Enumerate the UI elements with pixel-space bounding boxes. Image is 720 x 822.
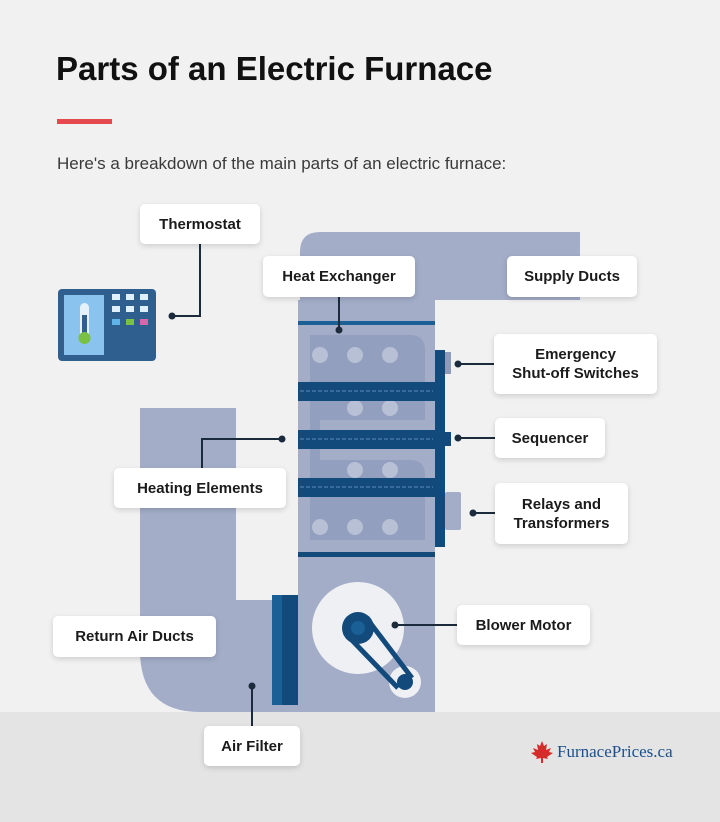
control-panel [435,350,445,547]
thermostat-device [58,289,156,361]
label-relays-and-transformers: Relays and Transformers [495,483,628,544]
bottom-band [0,712,720,822]
label-line: Relays and [521,495,602,513]
relay-box [445,492,461,530]
connector-lines [172,244,495,726]
title-underline [57,119,112,124]
logo-text: FurnacePrices.ca [557,742,673,761]
label-blower-motor: Blower Motor [457,605,590,645]
label-emergency-shutoff-switches: Emergency Shut-off Switches [494,334,657,394]
logo: FurnacePrices.ca [530,740,673,764]
subtitle: Here's a breakdown of the main parts of … [57,154,507,173]
shutoff-switch [445,352,451,374]
label-supply-ducts: Supply Ducts [507,256,637,297]
page-title: Parts of an Electric Furnace [56,50,493,87]
label-line: Shut-off Switches [512,365,639,382]
sequencer-part [445,432,451,446]
coil-dots [312,347,398,535]
label-thermostat: Thermostat [140,204,260,244]
label-line: Emergency [535,346,616,363]
label-heat-exchanger: Heat Exchanger [263,256,415,297]
label-heating-elements: Heating Elements [114,468,286,508]
label-air-filter: Air Filter [204,726,300,766]
maple-leaf-icon [531,741,553,763]
label-line: Transformers [513,514,610,532]
fan-pulley [397,674,413,690]
label-sequencer: Sequencer [495,418,605,458]
connector-dots [168,312,477,690]
label-return-air-ducts: Return Air Ducts [53,616,216,657]
